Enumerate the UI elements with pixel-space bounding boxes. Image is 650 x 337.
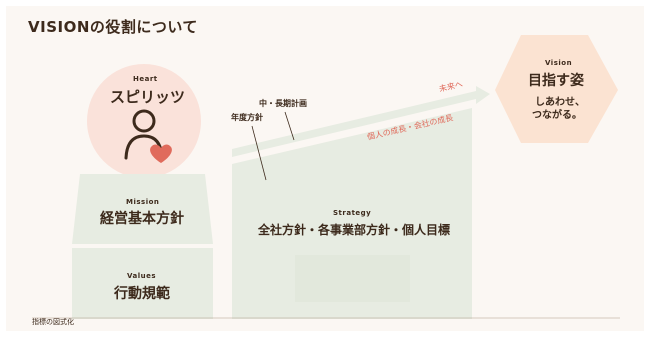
heart-icon — [150, 144, 172, 163]
page-title: VISIONの役割について — [28, 18, 198, 36]
annual-plan-label: 年度方針 — [231, 113, 263, 122]
heart-circle — [87, 64, 201, 178]
mission-block — [72, 174, 213, 244]
mission-label-ja: 経営基本方針 — [100, 211, 184, 227]
mission-label-en: Mission — [126, 198, 160, 206]
vision-desc-line1: しあわせ、 — [535, 97, 585, 108]
strategy-label-en: Strategy — [333, 209, 372, 217]
vision-label-ja: 目指す姿 — [528, 73, 584, 89]
heart-label-ja: スピリッツ — [110, 88, 186, 106]
annual-plan-line — [251, 125, 267, 181]
strategy-inner-panel — [295, 255, 410, 302]
values-label-en: Values — [127, 272, 157, 280]
values-label-ja: 行動規範 — [114, 286, 170, 302]
vision-label-en: Vision — [545, 59, 573, 67]
mid-long-plan-line — [284, 111, 295, 141]
strategy-block — [232, 108, 472, 319]
mid-long-plan-label: 中・長期計画 — [259, 99, 307, 108]
heart-label-en: Heart — [133, 75, 158, 83]
footer-caption: 指標の図式化 — [32, 318, 74, 326]
vision-desc-line2: つながる。 — [532, 110, 582, 121]
strategy-label-ja: 全社方針・各事業部方針・個人目標 — [258, 223, 451, 237]
growth-arrow — [232, 86, 490, 157]
vision-hexagon — [495, 35, 618, 143]
values-block — [72, 248, 213, 319]
